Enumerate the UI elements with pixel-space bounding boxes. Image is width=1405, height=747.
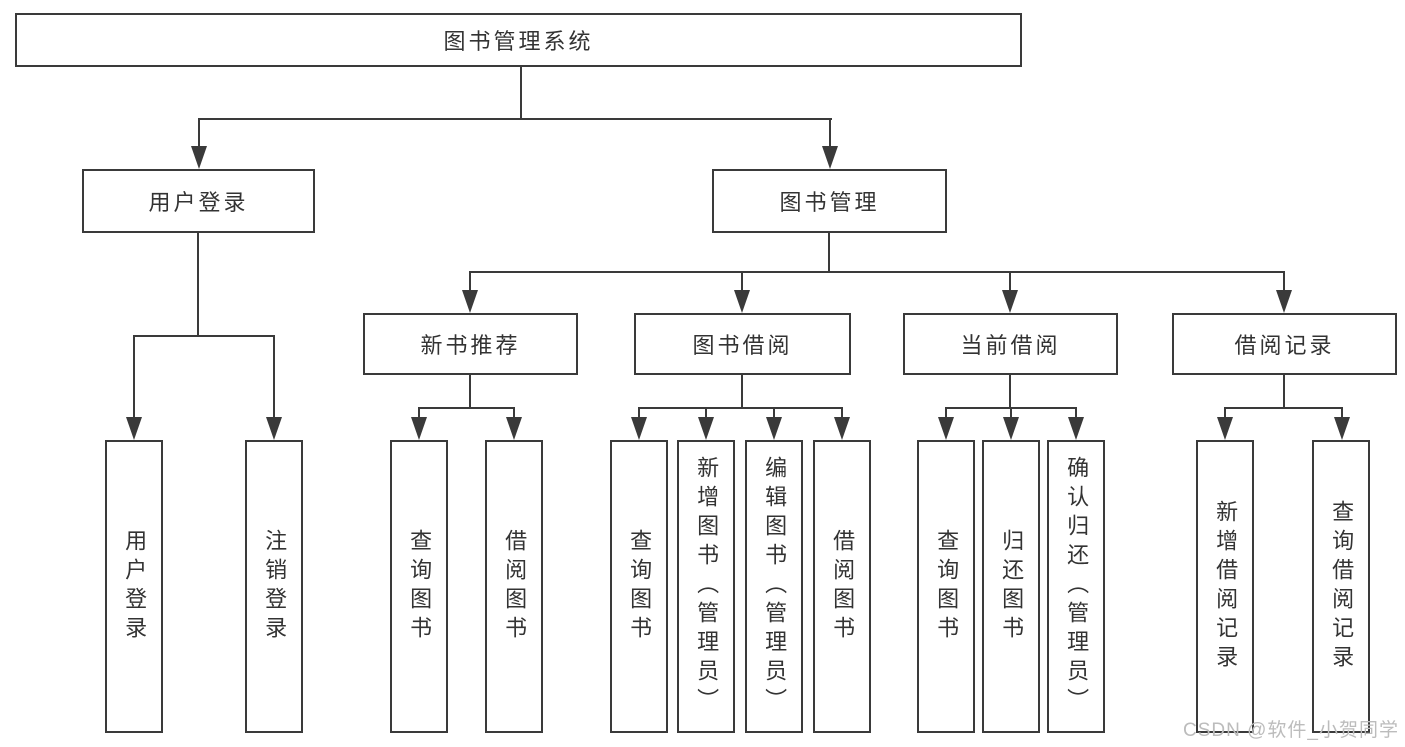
arrow-down-icon xyxy=(631,417,647,440)
arrow-down-icon xyxy=(1003,417,1019,440)
line-segment xyxy=(1283,271,1285,292)
watermark-text: CSDN @软件_小贺同学 xyxy=(1183,720,1399,741)
line-segment xyxy=(1009,271,1011,292)
arrow-down-icon xyxy=(822,146,838,169)
arrow-down-icon xyxy=(766,417,782,440)
line-segment xyxy=(741,271,743,292)
arrow-down-icon xyxy=(1002,290,1018,313)
line-segment xyxy=(828,231,830,273)
node-borrowing-records: 借阅记录 xyxy=(1172,313,1397,375)
arrow-down-icon xyxy=(698,417,714,440)
arrow-down-icon xyxy=(938,417,954,440)
line-segment xyxy=(1075,407,1077,419)
line-segment xyxy=(705,407,707,419)
line-segment xyxy=(469,271,471,292)
arrow-down-icon xyxy=(506,417,522,440)
line-segment xyxy=(198,118,832,120)
node-current-borrowing: 当前借阅 xyxy=(903,313,1118,375)
arrow-down-icon xyxy=(734,290,750,313)
arrow-down-icon xyxy=(191,146,207,169)
node-root: 图书管理系统 xyxy=(15,13,1022,67)
line-segment xyxy=(945,407,947,419)
node-new-book-recommend: 新书推荐 xyxy=(363,313,578,375)
line-segment xyxy=(1341,407,1343,419)
line-segment xyxy=(841,407,843,419)
leaf-bb-borrow-books: 借阅图书 xyxy=(813,440,871,733)
line-segment xyxy=(1224,407,1226,419)
line-segment xyxy=(469,373,471,409)
line-segment xyxy=(133,335,275,337)
line-segment xyxy=(198,118,200,148)
leaf-nbr-query-books: 查询图书 xyxy=(390,440,448,733)
line-segment xyxy=(1009,373,1011,409)
leaf-br-add-record: 新增借阅记录 xyxy=(1196,440,1254,733)
line-segment xyxy=(741,373,743,409)
line-segment xyxy=(829,118,831,148)
line-segment xyxy=(273,335,275,419)
line-segment xyxy=(197,231,199,337)
leaf-bb-query-books: 查询图书 xyxy=(610,440,668,733)
line-segment xyxy=(638,407,843,409)
leaf-bb-add-books: 新增图书（管理员） xyxy=(677,440,735,733)
arrow-down-icon xyxy=(1334,417,1350,440)
leaf-nbr-borrow-books: 借阅图书 xyxy=(485,440,543,733)
line-segment xyxy=(1283,373,1285,409)
line-segment xyxy=(469,271,1285,273)
line-segment xyxy=(418,407,420,419)
arrow-down-icon xyxy=(126,417,142,440)
leaf-user-login: 用户登录 xyxy=(105,440,163,733)
node-book-management: 图书管理 xyxy=(712,169,947,233)
line-segment xyxy=(638,407,640,419)
arrow-down-icon xyxy=(1068,417,1084,440)
arrow-down-icon xyxy=(1276,290,1292,313)
line-segment xyxy=(418,407,515,409)
line-segment xyxy=(773,407,775,419)
leaf-cb-query-books: 查询图书 xyxy=(917,440,975,733)
leaf-cb-return-books: 归还图书 xyxy=(982,440,1040,733)
arrow-down-icon xyxy=(462,290,478,313)
arrow-down-icon xyxy=(411,417,427,440)
line-segment xyxy=(513,407,515,419)
line-segment xyxy=(520,65,522,120)
line-segment xyxy=(133,335,135,419)
leaf-cb-confirm-return: 确认归还（管理员） xyxy=(1047,440,1105,733)
leaf-bb-edit-books: 编辑图书（管理员） xyxy=(745,440,803,733)
node-book-borrowing: 图书借阅 xyxy=(634,313,851,375)
line-segment xyxy=(1010,407,1012,419)
arrow-down-icon xyxy=(266,417,282,440)
node-user-login: 用户登录 xyxy=(82,169,315,233)
arrow-down-icon xyxy=(1217,417,1233,440)
arrow-down-icon xyxy=(834,417,850,440)
line-segment xyxy=(1224,407,1343,409)
leaf-logout: 注销登录 xyxy=(245,440,303,733)
leaf-br-query-record: 查询借阅记录 xyxy=(1312,440,1370,733)
